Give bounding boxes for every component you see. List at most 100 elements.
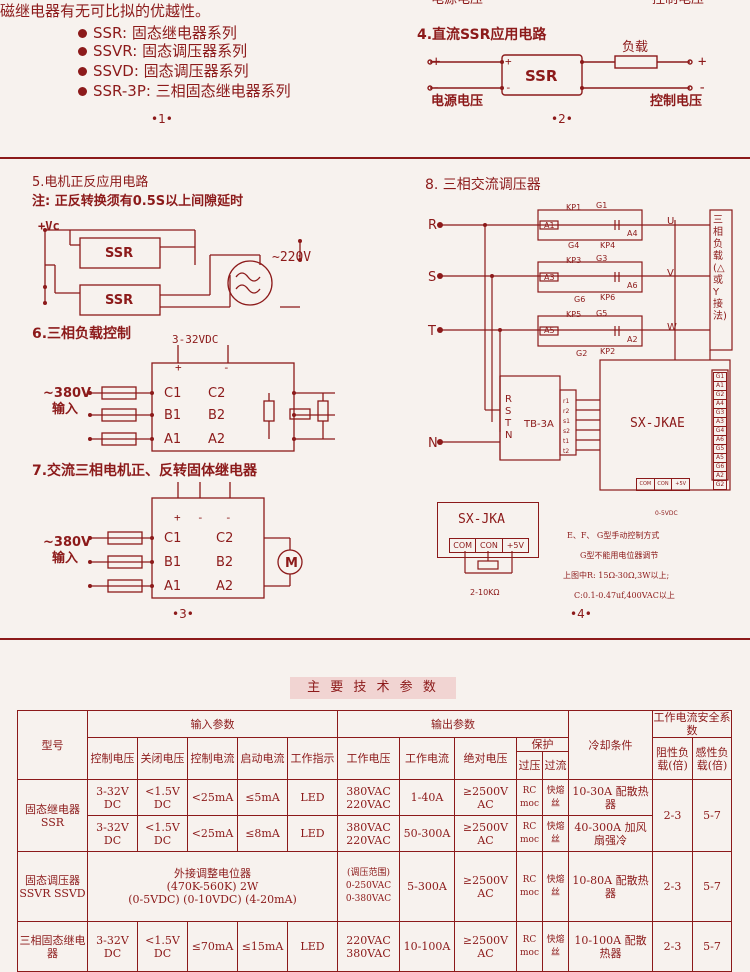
col-cooling: 冷却条件 xyxy=(568,710,653,780)
table-cell: 2-3 xyxy=(652,779,693,852)
three-phase-load-diagram xyxy=(88,345,335,452)
col-ind-load: 感性负载(倍) xyxy=(692,737,732,780)
bullet-icon xyxy=(78,67,87,76)
thyristor-label: A3 xyxy=(544,273,555,282)
motor-forward-reverse-diagram xyxy=(43,228,302,316)
output-label: V xyxy=(667,268,674,279)
minus-sign: - xyxy=(197,511,204,524)
pin-label: B2 xyxy=(208,408,226,423)
row-model: 固态继电器 SSR xyxy=(17,779,88,852)
parameter-table-banner: 主 要 技 术 参 数 xyxy=(290,677,456,699)
table-cell: <25mA xyxy=(187,815,238,852)
col-over-v: 过压 xyxy=(516,751,543,780)
tb-label: TB-3A xyxy=(524,419,554,430)
page-number: •1• xyxy=(151,112,173,126)
dc-range-label: 0-5VDC xyxy=(655,510,678,517)
table-cell: 外接调整电位器 (470K-560K) 2W (0-5VDC) (0-10VDC… xyxy=(87,851,338,922)
input-note: (470K-560K) 2W xyxy=(166,880,259,893)
minus-sign: - xyxy=(698,80,707,96)
thyristor-label: A6 xyxy=(627,281,638,290)
parameter-table-wrapper: 型号 输入参数 输出参数 冷却条件 工作电流安全系数 控制电压 关闭电压 控制电… xyxy=(17,710,732,972)
table-cell: LED xyxy=(287,921,338,972)
table-cell: <25mA xyxy=(187,779,238,816)
table-cell: ≥2500V AC xyxy=(454,815,517,852)
table-cell: ≥2500V AC xyxy=(454,851,517,922)
supply-label: 3-32VDC xyxy=(172,333,219,346)
col-work-i: 工作电流 xyxy=(399,737,455,780)
source-voltage-label: 电源电压 xyxy=(431,94,484,109)
col-input: 输入参数 xyxy=(87,710,338,738)
col-ctrl-v: 控制电压 xyxy=(87,737,138,780)
page-number: •4• xyxy=(570,607,592,621)
plus-sign: + xyxy=(175,361,182,374)
thyristor-label: A2 xyxy=(627,335,638,344)
output-note: 0-250VAC xyxy=(345,881,392,891)
potentiometer-symbol xyxy=(464,551,513,574)
controller-pin: G4 xyxy=(713,427,727,436)
pin-label: C2 xyxy=(208,386,226,401)
table-cell: ≤15mA xyxy=(237,921,288,972)
thyristor-label: A1 xyxy=(544,221,555,230)
section-title: 5.电机正反应用电路 xyxy=(32,175,149,190)
input-note: (0-5VDC) (0-10VDC) (4-20mA) xyxy=(128,893,297,906)
section-title: 8. 三相交流调压器 xyxy=(425,177,541,193)
table-cell: 5-7 xyxy=(692,779,732,852)
ac-voltage-label: ~220V xyxy=(272,250,312,265)
controller-pin: G1 xyxy=(713,372,727,382)
table-cell: 3-32V DC xyxy=(87,921,138,972)
page-number: •3• xyxy=(172,607,194,621)
ssr-label: SSR xyxy=(105,246,134,261)
section-title: 6.三相负载控制 xyxy=(32,326,132,342)
controller-pin: G2 xyxy=(713,481,727,490)
top-fragment-label: 电源电压 xyxy=(431,0,483,8)
table-cell: 380VAC 220VAC xyxy=(337,815,400,852)
col-work-v: 工作电压 xyxy=(337,737,400,780)
row-model: 三相固态继电器 xyxy=(17,921,88,972)
tb-pin: T xyxy=(505,418,512,429)
table-row: 固态调压器 SSVR SSVD 外接调整电位器 (470K-560K) 2W (… xyxy=(17,851,732,922)
phase-label: R xyxy=(428,218,438,233)
pin-label: A2 xyxy=(216,579,234,594)
tb-right-pin: t1 xyxy=(563,438,570,445)
tb-pin: N xyxy=(505,430,513,441)
jka-pin-box: COM CON +5V xyxy=(449,538,529,553)
table-cell: ≤5mA xyxy=(237,779,288,816)
load-label: 负载 xyxy=(622,40,649,55)
tb-right-pin: s1 xyxy=(563,418,570,425)
top-fragment-label: 控制电压 xyxy=(652,0,704,8)
plus-sign: + xyxy=(174,511,181,524)
table-cell: (调压范围) 0-250VAC 0-380VAC xyxy=(337,851,400,922)
motor-label: M xyxy=(285,556,298,571)
ssr-label: SSR xyxy=(525,67,558,85)
load-vertical-label: 三相负载(△或Y接法) xyxy=(713,215,727,322)
input-label: 输入 xyxy=(52,402,79,417)
pin-label: A1 xyxy=(164,579,182,594)
thyristor-label: G4 xyxy=(568,241,580,250)
pin-label: +5V xyxy=(675,481,687,487)
control-note: E、F、 G型手动控制方式 xyxy=(567,531,660,540)
section-title: 7.交流三相电机正、反转固体继电器 xyxy=(32,463,258,479)
pin-label: +5V xyxy=(506,541,524,550)
table-cell: 快熔丝 xyxy=(542,815,569,852)
pin-label: B1 xyxy=(164,555,182,570)
output-note: 0-380VAC xyxy=(345,894,392,904)
table-row: 固态继电器 SSR 3-32V DC <1.5V DC <25mA ≤5mA L… xyxy=(17,779,732,852)
thyristor-label: KP1 xyxy=(566,203,582,212)
bullet-icon xyxy=(78,87,87,96)
table-row: 3-32V DC <1.5V DC <25mA ≤8mA LED 380VAC … xyxy=(18,815,732,852)
table-cell: 10-100A 配散热器 xyxy=(568,921,653,972)
parameter-table: 型号 输入参数 输出参数 冷却条件 工作电流安全系数 控制电压 关闭电压 控制电… xyxy=(17,710,732,972)
minus-sign: - xyxy=(505,81,512,94)
input-label: 输入 xyxy=(52,551,79,566)
thyristor-label: KP2 xyxy=(600,347,616,356)
tb-right-pin: r2 xyxy=(563,408,570,415)
thyristor-label: A4 xyxy=(627,229,638,238)
plus-sign: + xyxy=(432,54,441,70)
col-res-load: 阻性负载(倍) xyxy=(652,737,693,780)
plus-sign: + xyxy=(505,55,512,68)
series-item: SSVR: 固态调压器系列 xyxy=(78,43,247,59)
col-protect: 保护 xyxy=(516,737,569,752)
table-cell: <1.5V DC xyxy=(137,815,188,852)
phase-label: T xyxy=(428,324,436,339)
tb-right-pin: t2 xyxy=(563,448,570,455)
